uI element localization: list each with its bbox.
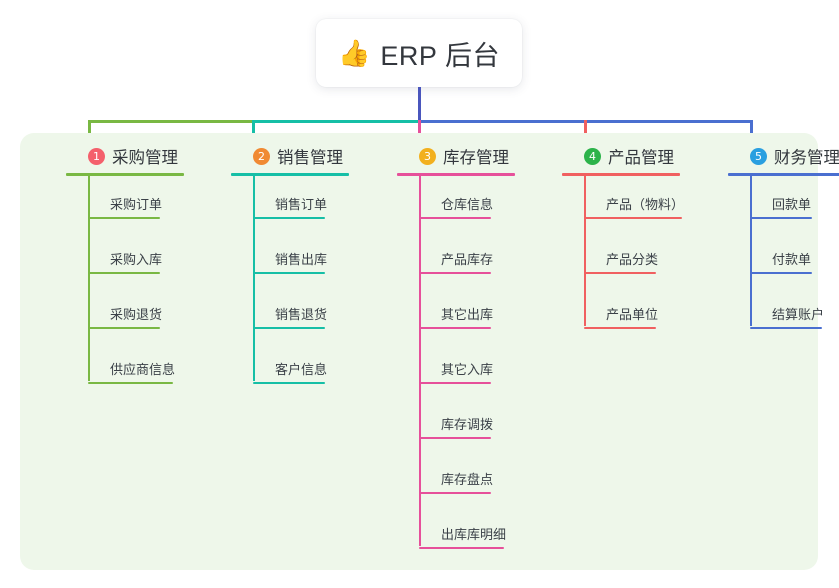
column-3-item-1[interactable]: 仓库信息 xyxy=(419,194,493,219)
column-4-item-2[interactable]: 产品分类 xyxy=(584,249,658,274)
column-5-item-1[interactable]: 回款单 xyxy=(750,194,812,219)
column-3-item-6[interactable]: 库存盘点 xyxy=(419,469,493,494)
item-label: 产品库存 xyxy=(441,252,494,267)
column-title-3: 库存管理 xyxy=(443,149,509,167)
column-title-1: 采购管理 xyxy=(112,149,178,167)
item-label: 产品单位 xyxy=(606,307,659,322)
column-spine-2 xyxy=(253,176,255,381)
item-underline xyxy=(88,382,173,384)
column-spine-5 xyxy=(750,176,752,326)
column-badge-3: 3 xyxy=(419,147,436,165)
column-3-item-4[interactable]: 其它入库 xyxy=(419,359,493,384)
column-underline-4 xyxy=(562,173,680,176)
item-label: 采购退货 xyxy=(110,307,163,322)
thumbs-up-icon: 👍 xyxy=(338,38,371,68)
item-label: 回款单 xyxy=(772,197,812,212)
root-node-card[interactable]: 👍 ERP 后台 xyxy=(316,19,522,87)
column-3-item-3[interactable]: 其它出库 xyxy=(419,304,493,329)
item-label: 库存盘点 xyxy=(441,472,494,487)
item-label: 销售退货 xyxy=(275,307,328,322)
connector-bar-segment-1 xyxy=(88,120,254,123)
item-underline xyxy=(419,492,491,494)
column-1-item-2[interactable]: 采购入库 xyxy=(88,249,162,274)
item-underline xyxy=(88,272,160,274)
item-underline xyxy=(253,217,325,219)
column-header-3[interactable]: 3 库存管理 xyxy=(397,144,509,168)
item-underline xyxy=(750,217,812,219)
item-underline xyxy=(584,217,682,219)
column-5: 5 财务管理 回款单 付款单 结算账户 xyxy=(728,144,839,329)
item-underline xyxy=(419,327,491,329)
item-label: 付款单 xyxy=(772,252,812,267)
column-spine-1 xyxy=(88,176,90,381)
column-title-4: 产品管理 xyxy=(608,149,674,167)
column-badge-5: 5 xyxy=(750,147,767,165)
column-badge-4: 4 xyxy=(584,147,601,165)
column-3-item-2[interactable]: 产品库存 xyxy=(419,249,493,274)
item-underline xyxy=(88,217,160,219)
column-title-2: 销售管理 xyxy=(277,149,343,167)
column-4-item-1[interactable]: 产品（物料） xyxy=(584,194,684,219)
item-underline xyxy=(584,272,656,274)
column-badge-1: 1 xyxy=(88,147,105,165)
item-underline xyxy=(253,327,325,329)
column-underline-1 xyxy=(66,173,184,176)
root-stem xyxy=(418,87,421,123)
column-header-4[interactable]: 4 产品管理 xyxy=(562,144,674,168)
column-3: 3 库存管理 仓库信息 产品库存 其它出库 其它入库 库存调拨 库存盘点 出库库… xyxy=(397,144,515,549)
item-underline xyxy=(253,382,325,384)
column-1-item-3[interactable]: 采购退货 xyxy=(88,304,162,329)
column-underline-2 xyxy=(231,173,349,176)
item-label: 其它出库 xyxy=(441,307,494,322)
item-label: 采购订单 xyxy=(110,197,163,212)
column-5-item-3[interactable]: 结算账户 xyxy=(750,304,824,329)
item-underline xyxy=(88,327,160,329)
column-2-item-1[interactable]: 销售订单 xyxy=(253,194,327,219)
item-label: 结算账户 xyxy=(772,307,825,322)
column-header-2[interactable]: 2 销售管理 xyxy=(231,144,343,168)
column-header-1[interactable]: 1 采购管理 xyxy=(66,144,178,168)
item-label: 客户信息 xyxy=(275,362,328,377)
connector-bar-segment-2 xyxy=(252,120,420,123)
item-underline xyxy=(419,217,491,219)
item-underline xyxy=(419,437,491,439)
item-label: 采购入库 xyxy=(110,252,163,267)
item-underline xyxy=(750,327,822,329)
item-label: 其它入库 xyxy=(441,362,494,377)
column-2-item-2[interactable]: 销售出库 xyxy=(253,249,327,274)
column-underline-5 xyxy=(728,173,839,176)
column-5-item-2[interactable]: 付款单 xyxy=(750,249,812,274)
column-4: 4 产品管理 产品（物料） 产品分类 产品单位 xyxy=(562,144,684,329)
item-underline xyxy=(750,272,812,274)
item-label: 出库库明细 xyxy=(441,527,507,542)
column-1: 1 采购管理 采购订单 采购入库 采购退货 供应商信息 xyxy=(66,144,184,384)
item-underline xyxy=(253,272,325,274)
item-underline xyxy=(584,327,656,329)
item-underline xyxy=(419,382,491,384)
item-label: 产品（物料） xyxy=(606,197,685,212)
item-label: 销售出库 xyxy=(275,252,328,267)
item-label: 库存调拨 xyxy=(441,417,494,432)
item-underline xyxy=(419,272,491,274)
column-header-5[interactable]: 5 财务管理 xyxy=(728,144,839,168)
column-spine-4 xyxy=(584,176,586,326)
item-label: 产品分类 xyxy=(606,252,659,267)
item-label: 仓库信息 xyxy=(441,197,494,212)
item-label: 销售订单 xyxy=(275,197,328,212)
column-title-5: 财务管理 xyxy=(774,149,839,167)
column-2-item-3[interactable]: 销售退货 xyxy=(253,304,327,329)
item-label: 供应商信息 xyxy=(110,362,176,377)
column-badge-2: 2 xyxy=(253,147,270,165)
column-1-item-1[interactable]: 采购订单 xyxy=(88,194,162,219)
column-2: 2 销售管理 销售订单 销售出库 销售退货 客户信息 xyxy=(231,144,349,384)
column-3-item-5[interactable]: 库存调拨 xyxy=(419,414,493,439)
column-underline-3 xyxy=(397,173,515,176)
item-underline xyxy=(419,547,504,549)
column-1-item-4[interactable]: 供应商信息 xyxy=(88,359,175,384)
root-node-title: ERP 后台 xyxy=(380,40,500,71)
column-spine-3 xyxy=(419,176,421,546)
column-4-item-3[interactable]: 产品单位 xyxy=(584,304,658,329)
column-3-item-7[interactable]: 出库库明细 xyxy=(419,524,506,549)
column-2-item-4[interactable]: 客户信息 xyxy=(253,359,327,384)
